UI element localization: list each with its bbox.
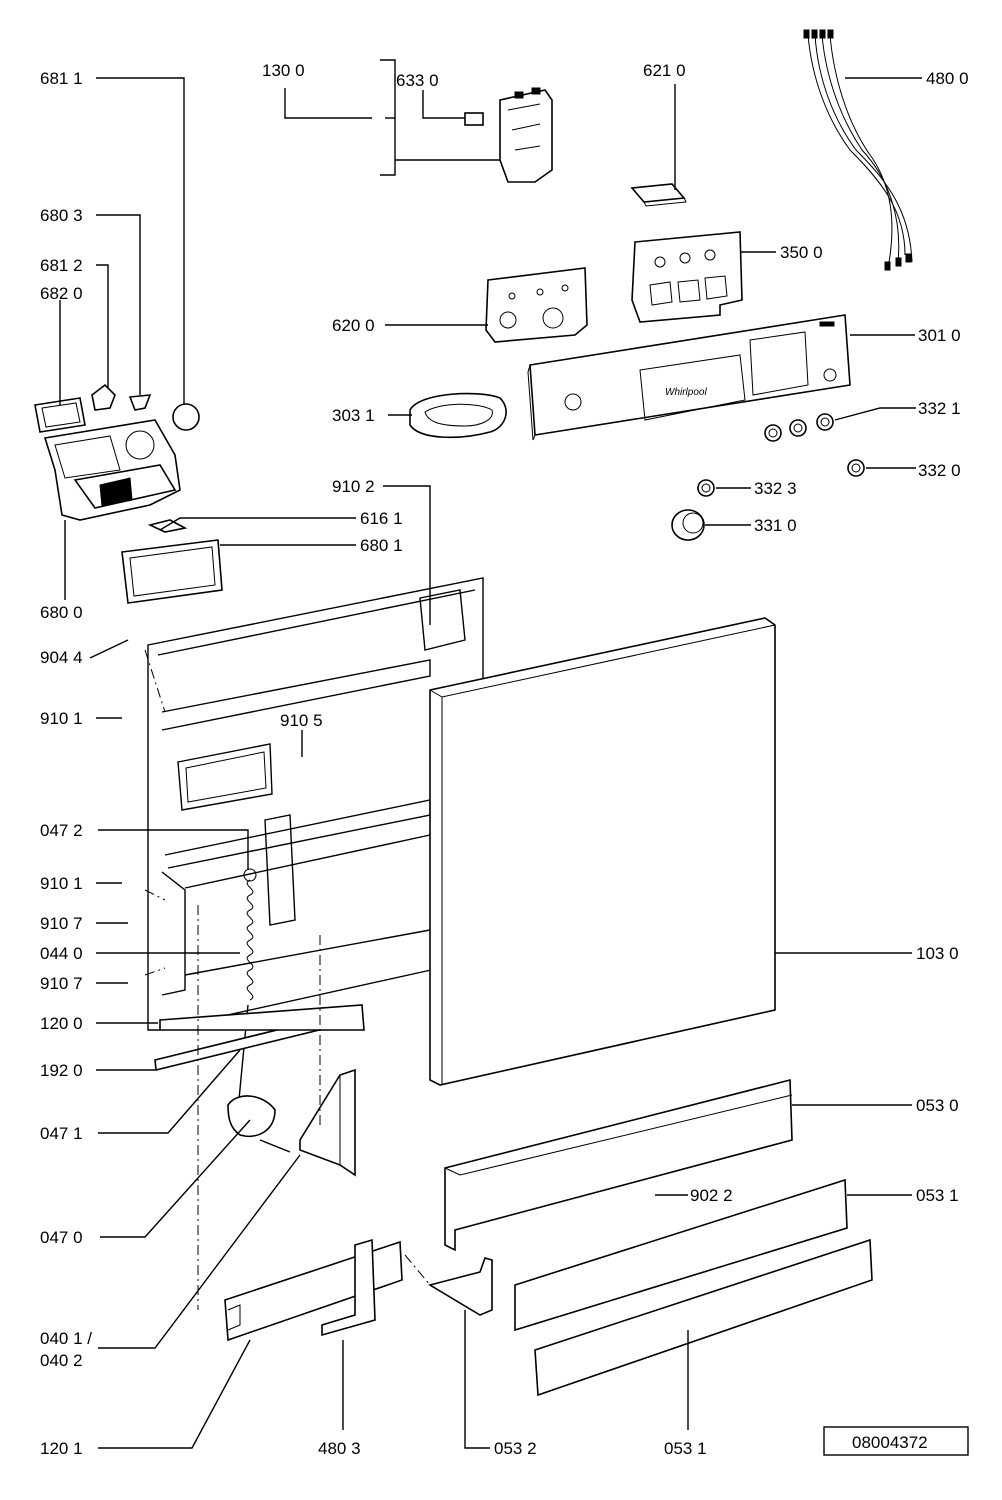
label-910-7-bottom: 910 7 bbox=[40, 974, 83, 993]
knobs bbox=[671, 413, 865, 541]
spring-044-0 bbox=[227, 868, 291, 1153]
label-681-2: 681 2 bbox=[40, 256, 83, 275]
label-192-0: 192 0 bbox=[40, 1061, 83, 1080]
label-680-0: 680 0 bbox=[40, 603, 83, 622]
label-350-0: 350 0 bbox=[780, 243, 823, 262]
label-120-1: 120 1 bbox=[40, 1439, 83, 1458]
label-331-0: 331 0 bbox=[754, 516, 797, 535]
bracket-040 bbox=[299, 1068, 356, 1177]
label-910-2: 910 2 bbox=[332, 477, 375, 496]
label-904-4: 904 4 bbox=[40, 648, 83, 667]
control-panel-301-0: Whirlpool bbox=[527, 314, 851, 441]
label-910-7-top: 910 7 bbox=[40, 914, 83, 933]
label-303-1: 303 1 bbox=[332, 406, 375, 425]
outer-door-103-0 bbox=[429, 617, 776, 1086]
label-047-0: 047 0 bbox=[40, 1228, 83, 1247]
label-902-2: 902 2 bbox=[690, 1186, 733, 1205]
label-040-1: 040 1 / bbox=[40, 1329, 92, 1348]
label-332-0: 332 0 bbox=[918, 461, 961, 480]
rail-192-0 bbox=[154, 1004, 365, 1071]
label-053-0: 053 0 bbox=[916, 1096, 959, 1115]
assembly-lines bbox=[197, 905, 431, 1310]
handle-303-1 bbox=[409, 392, 507, 439]
label-910-1-top: 910 1 bbox=[40, 709, 83, 728]
part-labels: 681 1 130 0 633 0 621 0 480 0 680 3 681 … bbox=[40, 61, 969, 1458]
label-680-3: 680 3 bbox=[40, 206, 83, 225]
label-053-1-right: 053 1 bbox=[916, 1186, 959, 1205]
drawing-number: 08004372 bbox=[852, 1433, 928, 1452]
label-103-0: 103 0 bbox=[916, 944, 959, 963]
label-047-2: 047 2 bbox=[40, 821, 83, 840]
label-680-1: 680 1 bbox=[360, 536, 403, 555]
kickplate-053-1 bbox=[514, 1178, 873, 1397]
door-lock-130-0 bbox=[464, 87, 553, 183]
label-621-0: 621 0 bbox=[643, 61, 686, 80]
label-620-0: 620 0 bbox=[332, 316, 375, 335]
electronic-board-350-0 bbox=[631, 231, 743, 323]
label-480-3: 480 3 bbox=[318, 1439, 361, 1458]
label-332-3: 332 3 bbox=[754, 479, 797, 498]
leader-lines bbox=[59, 59, 969, 1456]
label-053-1-bottom: 053 1 bbox=[664, 1439, 707, 1458]
label-480-0: 480 0 bbox=[926, 69, 969, 88]
label-682-0: 682 0 bbox=[40, 284, 83, 303]
label-040-2: 040 2 bbox=[40, 1351, 83, 1370]
label-047-1: 047 1 bbox=[40, 1124, 83, 1143]
svg-text:Whirlpool: Whirlpool bbox=[665, 387, 707, 398]
label-616-1: 616 1 bbox=[360, 509, 403, 528]
kickplate-053-0 bbox=[444, 1078, 793, 1252]
lower-strip-120-1 bbox=[224, 1238, 403, 1342]
label-053-2: 053 2 bbox=[494, 1439, 537, 1458]
label-130-0: 130 0 bbox=[262, 61, 305, 80]
label-633-0: 633 0 bbox=[396, 71, 439, 90]
label-681-1: 681 1 bbox=[40, 69, 83, 88]
label-910-5: 910 5 bbox=[280, 711, 323, 730]
dispenser-680-0 bbox=[34, 383, 223, 604]
label-120-0: 120 0 bbox=[40, 1014, 83, 1033]
label-044-0: 044 0 bbox=[40, 944, 83, 963]
programmer-board-620-0 bbox=[485, 267, 588, 343]
label-332-1: 332 1 bbox=[918, 399, 961, 418]
bracket-053-2 bbox=[427, 1257, 493, 1316]
label-301-0: 301 0 bbox=[918, 326, 961, 345]
board-621-0 bbox=[630, 183, 687, 207]
wiring-harness-480-0 bbox=[803, 29, 913, 271]
label-910-1-bottom: 910 1 bbox=[40, 874, 83, 893]
